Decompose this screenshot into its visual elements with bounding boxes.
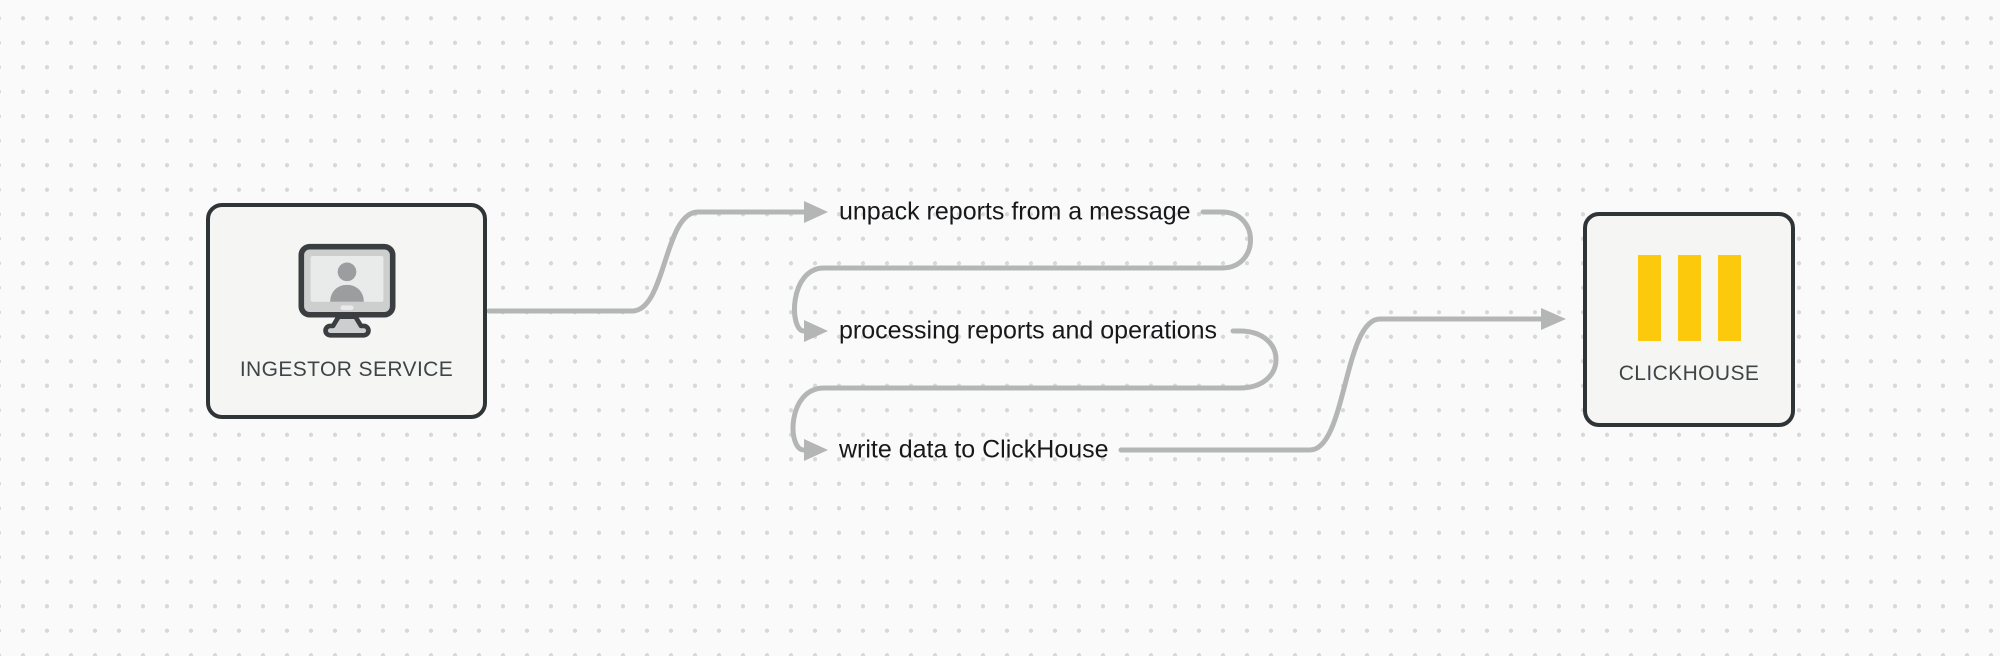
clickhouse-bar-icon	[1637, 255, 1661, 341]
node-ingestor-service: INGESTOR SERVICE	[206, 203, 487, 419]
node-clickhouse: CLICKHOUSE	[1583, 212, 1795, 427]
step-label-write-data: write data to ClickHouse	[839, 435, 1109, 464]
arrowhead-clickhouse-icon	[1541, 308, 1566, 330]
clickhouse-label: CLICKHOUSE	[1618, 362, 1760, 385]
arrowhead-step2-icon	[804, 320, 828, 342]
arrowhead-step3-icon	[804, 439, 828, 461]
connector-step1-to-step2	[792, 209, 1253, 334]
user-silhouette-icon	[329, 262, 364, 302]
connector-step2-to-step3	[790, 328, 1279, 453]
monitor-user-icon	[298, 243, 395, 338]
step-label-unpack-reports: unpack reports from a message	[839, 197, 1191, 226]
arrowhead-step1-icon	[804, 201, 828, 223]
clickhouse-bar-icon	[1677, 255, 1701, 341]
step-label-processing-reports: processing reports and operations	[839, 316, 1218, 345]
ingestor-service-label: INGESTOR SERVICE	[239, 358, 454, 381]
clickhouse-bars-logo-icon	[1637, 255, 1741, 341]
clickhouse-bar-icon	[1717, 255, 1741, 341]
connector-ingestor-to-step1	[486, 209, 807, 314]
connector-step3-to-clickhouse	[1118, 316, 1544, 453]
